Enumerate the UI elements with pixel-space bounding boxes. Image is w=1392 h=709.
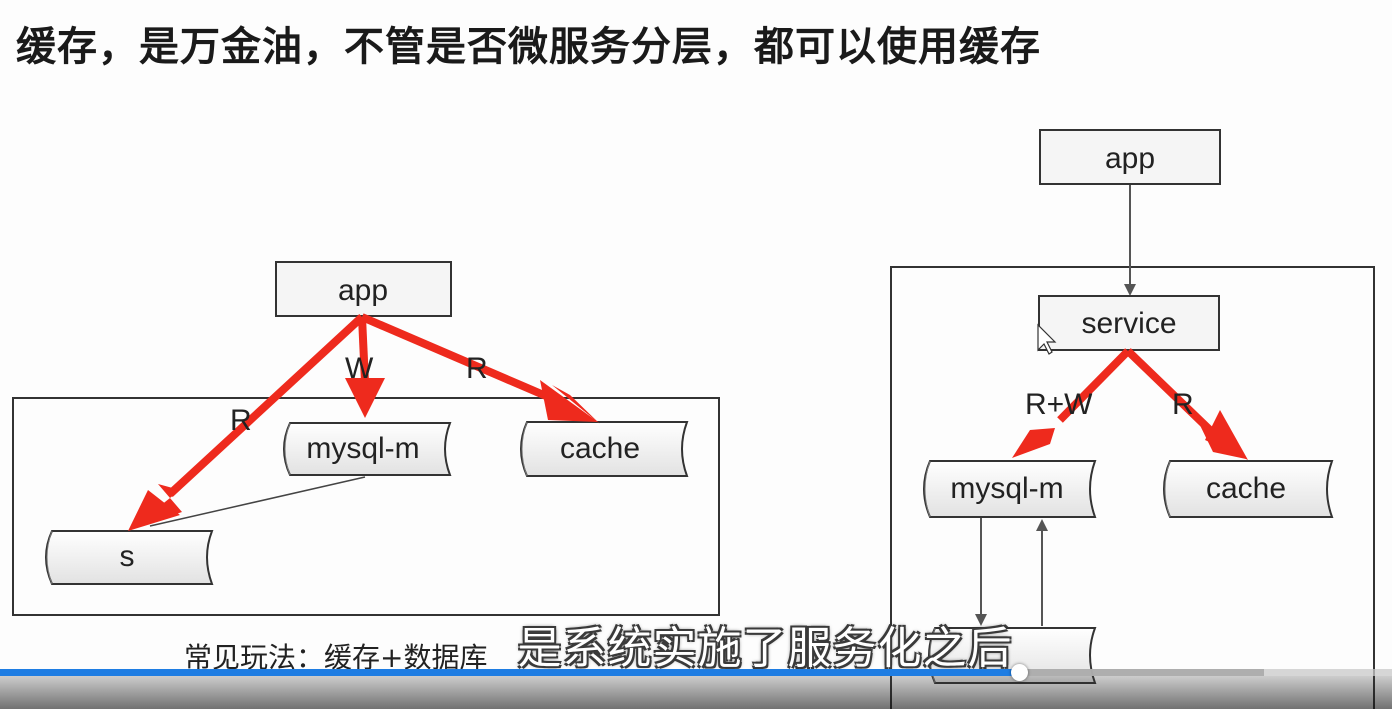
seek-played	[0, 669, 1019, 676]
right-read-cache-arrow	[1125, 348, 1248, 460]
right-mysql-master-node: mysql-m	[923, 460, 1097, 518]
right-cache-label: cache	[1206, 472, 1286, 505]
left-write-master-arrow	[345, 316, 385, 418]
left-read-cache-arrow	[360, 313, 600, 424]
left-edge-label-r-cache: R	[466, 352, 488, 385]
right-mysql-label: mysql-m	[950, 472, 1063, 505]
left-app-node: app	[275, 261, 452, 317]
right-app-node: app	[1039, 129, 1221, 185]
seek-handle[interactable]	[1011, 664, 1028, 681]
right-service-label: service	[1081, 307, 1176, 340]
left-cache-node: cache	[520, 421, 689, 477]
diagram-caption: 常见玩法：缓存+数据库	[184, 641, 488, 674]
right-cluster-frame	[890, 266, 1375, 709]
right-edge-label-rw: R+W	[1025, 388, 1093, 421]
left-replication-arrow	[149, 476, 366, 527]
left-read-slave-arrow	[128, 314, 365, 531]
video-subtitle: 是系统实施了服务化之后	[517, 623, 1013, 674]
left-mysql-master-node: mysql-m	[283, 422, 452, 476]
right-read-write-arrow	[1012, 348, 1131, 458]
right-edge-label-r: R	[1172, 388, 1194, 421]
left-slave-node: s	[45, 530, 214, 585]
left-mysql-label: mysql-m	[306, 432, 419, 465]
left-slave-label: s	[120, 540, 135, 573]
left-cache-label: cache	[560, 432, 640, 465]
left-edge-label-w: W	[345, 352, 374, 385]
right-app-label: app	[1105, 142, 1155, 175]
left-app-label: app	[338, 274, 388, 307]
mouse-cursor-icon	[1037, 323, 1057, 355]
right-cache-node: cache	[1163, 460, 1334, 518]
right-service-node: service	[1038, 295, 1220, 351]
left-edge-label-r-slave: R	[230, 404, 252, 437]
seek-bar[interactable]	[0, 664, 1392, 681]
video-controls	[0, 664, 1392, 709]
controls-background	[0, 676, 1392, 709]
slide-title: 缓存，是万金油，不管是否微服务分层，都可以使用缓存	[16, 24, 1041, 70]
